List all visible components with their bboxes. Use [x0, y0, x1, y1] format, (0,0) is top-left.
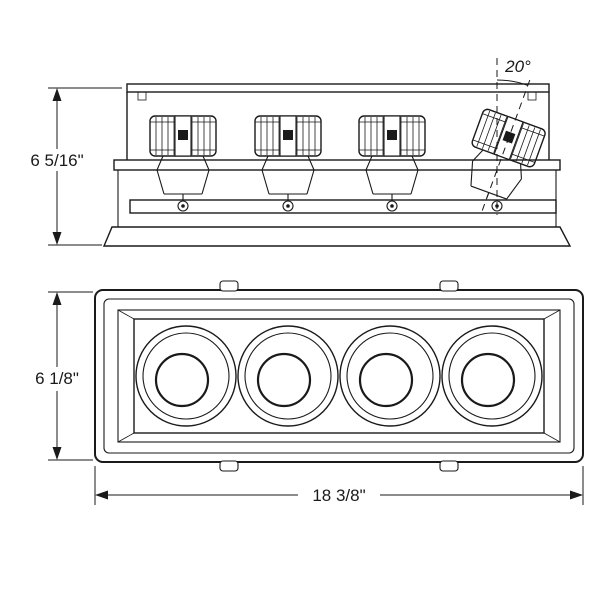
- front-view: 6 1/8" 18 3/8": [35, 280, 584, 505]
- arrowhead-up-icon: [52, 88, 62, 101]
- width-dimension: 18 3/8": [94, 466, 584, 505]
- extension-lines: [48, 291, 93, 461]
- mounting-plate: [113, 159, 561, 171]
- mounting-tabs: [219, 280, 459, 472]
- arrowhead-right-icon: [570, 490, 583, 500]
- angle-arc: [496, 79, 528, 86]
- bevel-corner-lines: [117, 309, 561, 443]
- tilt-angle-callout: 20°: [481, 57, 531, 215]
- side-height-dimension: 6 5/16": [30, 87, 122, 246]
- front-height-label: 6 1/8": [35, 369, 79, 388]
- housing-walls: [126, 92, 550, 160]
- front-height-dimension: 6 1/8": [35, 291, 93, 461]
- hanger-bar: [126, 83, 550, 101]
- aperture-3: [339, 325, 441, 427]
- adjustment-frame: [129, 199, 557, 214]
- arrowhead-down-icon: [52, 232, 62, 245]
- side-height-label: 6 5/16": [30, 151, 83, 170]
- lamp-module-1: [149, 115, 217, 201]
- aperture-4: [441, 325, 543, 427]
- extension-lines: [94, 466, 584, 505]
- side-view: 20° 6 5/16": [30, 57, 572, 247]
- tilt-angle-label: 20°: [504, 57, 531, 76]
- lamp-module-2: [254, 115, 322, 201]
- lamp-module-4-tilted: [455, 107, 548, 211]
- aperture-opening: [133, 318, 545, 434]
- aperture-2: [237, 325, 339, 427]
- housing-skirts: [117, 170, 557, 227]
- trim-inner-edge: [103, 298, 575, 454]
- arrowhead-down-icon: [52, 447, 62, 460]
- arrowhead-up-icon: [52, 292, 62, 305]
- reveal-bevel: [117, 309, 561, 443]
- lamp-module-3: [358, 115, 426, 201]
- adjustment-screw: [177, 200, 189, 212]
- adjustment-screw: [386, 200, 398, 212]
- aperture-1: [135, 325, 237, 427]
- adjustment-screw: [282, 200, 294, 212]
- arrowhead-left-icon: [95, 490, 108, 500]
- width-label: 18 3/8": [312, 486, 365, 505]
- trim-flange: [102, 226, 572, 247]
- outer-trim: [94, 289, 584, 463]
